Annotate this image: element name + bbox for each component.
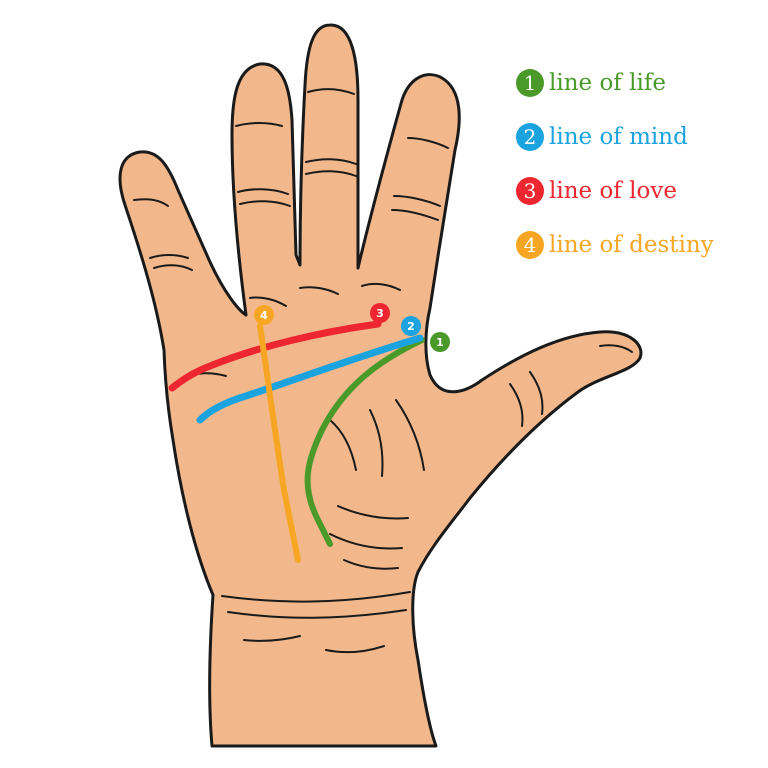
legend-label-mind: line of mind xyxy=(549,124,688,150)
legend-item-life: 1 line of life xyxy=(516,66,666,100)
legend-label-life: line of life xyxy=(549,70,666,96)
marker-love-dot xyxy=(370,303,390,323)
palm-lines xyxy=(168,320,425,563)
love-line xyxy=(168,320,382,392)
marker-love-label: 3 xyxy=(376,307,384,320)
legend-badge-love: 3 xyxy=(516,177,544,205)
marker-destiny: 4 xyxy=(254,305,274,325)
skin-creases xyxy=(133,88,633,654)
marker-mind-dot xyxy=(401,316,421,336)
legend-badge-destiny: 4 xyxy=(516,231,544,259)
marker-love: 3 xyxy=(370,303,390,323)
marker-destiny-dot xyxy=(254,305,274,325)
legend-badge-mind: 2 xyxy=(516,123,544,151)
marker-mind: 2 xyxy=(401,316,421,336)
life-line xyxy=(304,337,425,547)
legend-item-mind: 2 line of mind xyxy=(516,120,688,154)
legend-label-destiny: line of destiny xyxy=(549,232,714,258)
legend-label-love: line of love xyxy=(549,178,677,204)
marker-life-dot xyxy=(430,332,450,352)
legend-item-destiny: 4 line of destiny xyxy=(516,228,714,262)
marker-life-label: 1 xyxy=(436,336,444,349)
marker-destiny-label: 4 xyxy=(260,309,268,322)
hand-outline xyxy=(118,23,643,748)
marker-life: 1 xyxy=(430,332,450,352)
destiny-line xyxy=(257,323,301,563)
legend-item-love: 3 line of love xyxy=(516,174,677,208)
marker-mind-label: 2 xyxy=(407,320,415,333)
legend-badge-life: 1 xyxy=(516,69,544,97)
